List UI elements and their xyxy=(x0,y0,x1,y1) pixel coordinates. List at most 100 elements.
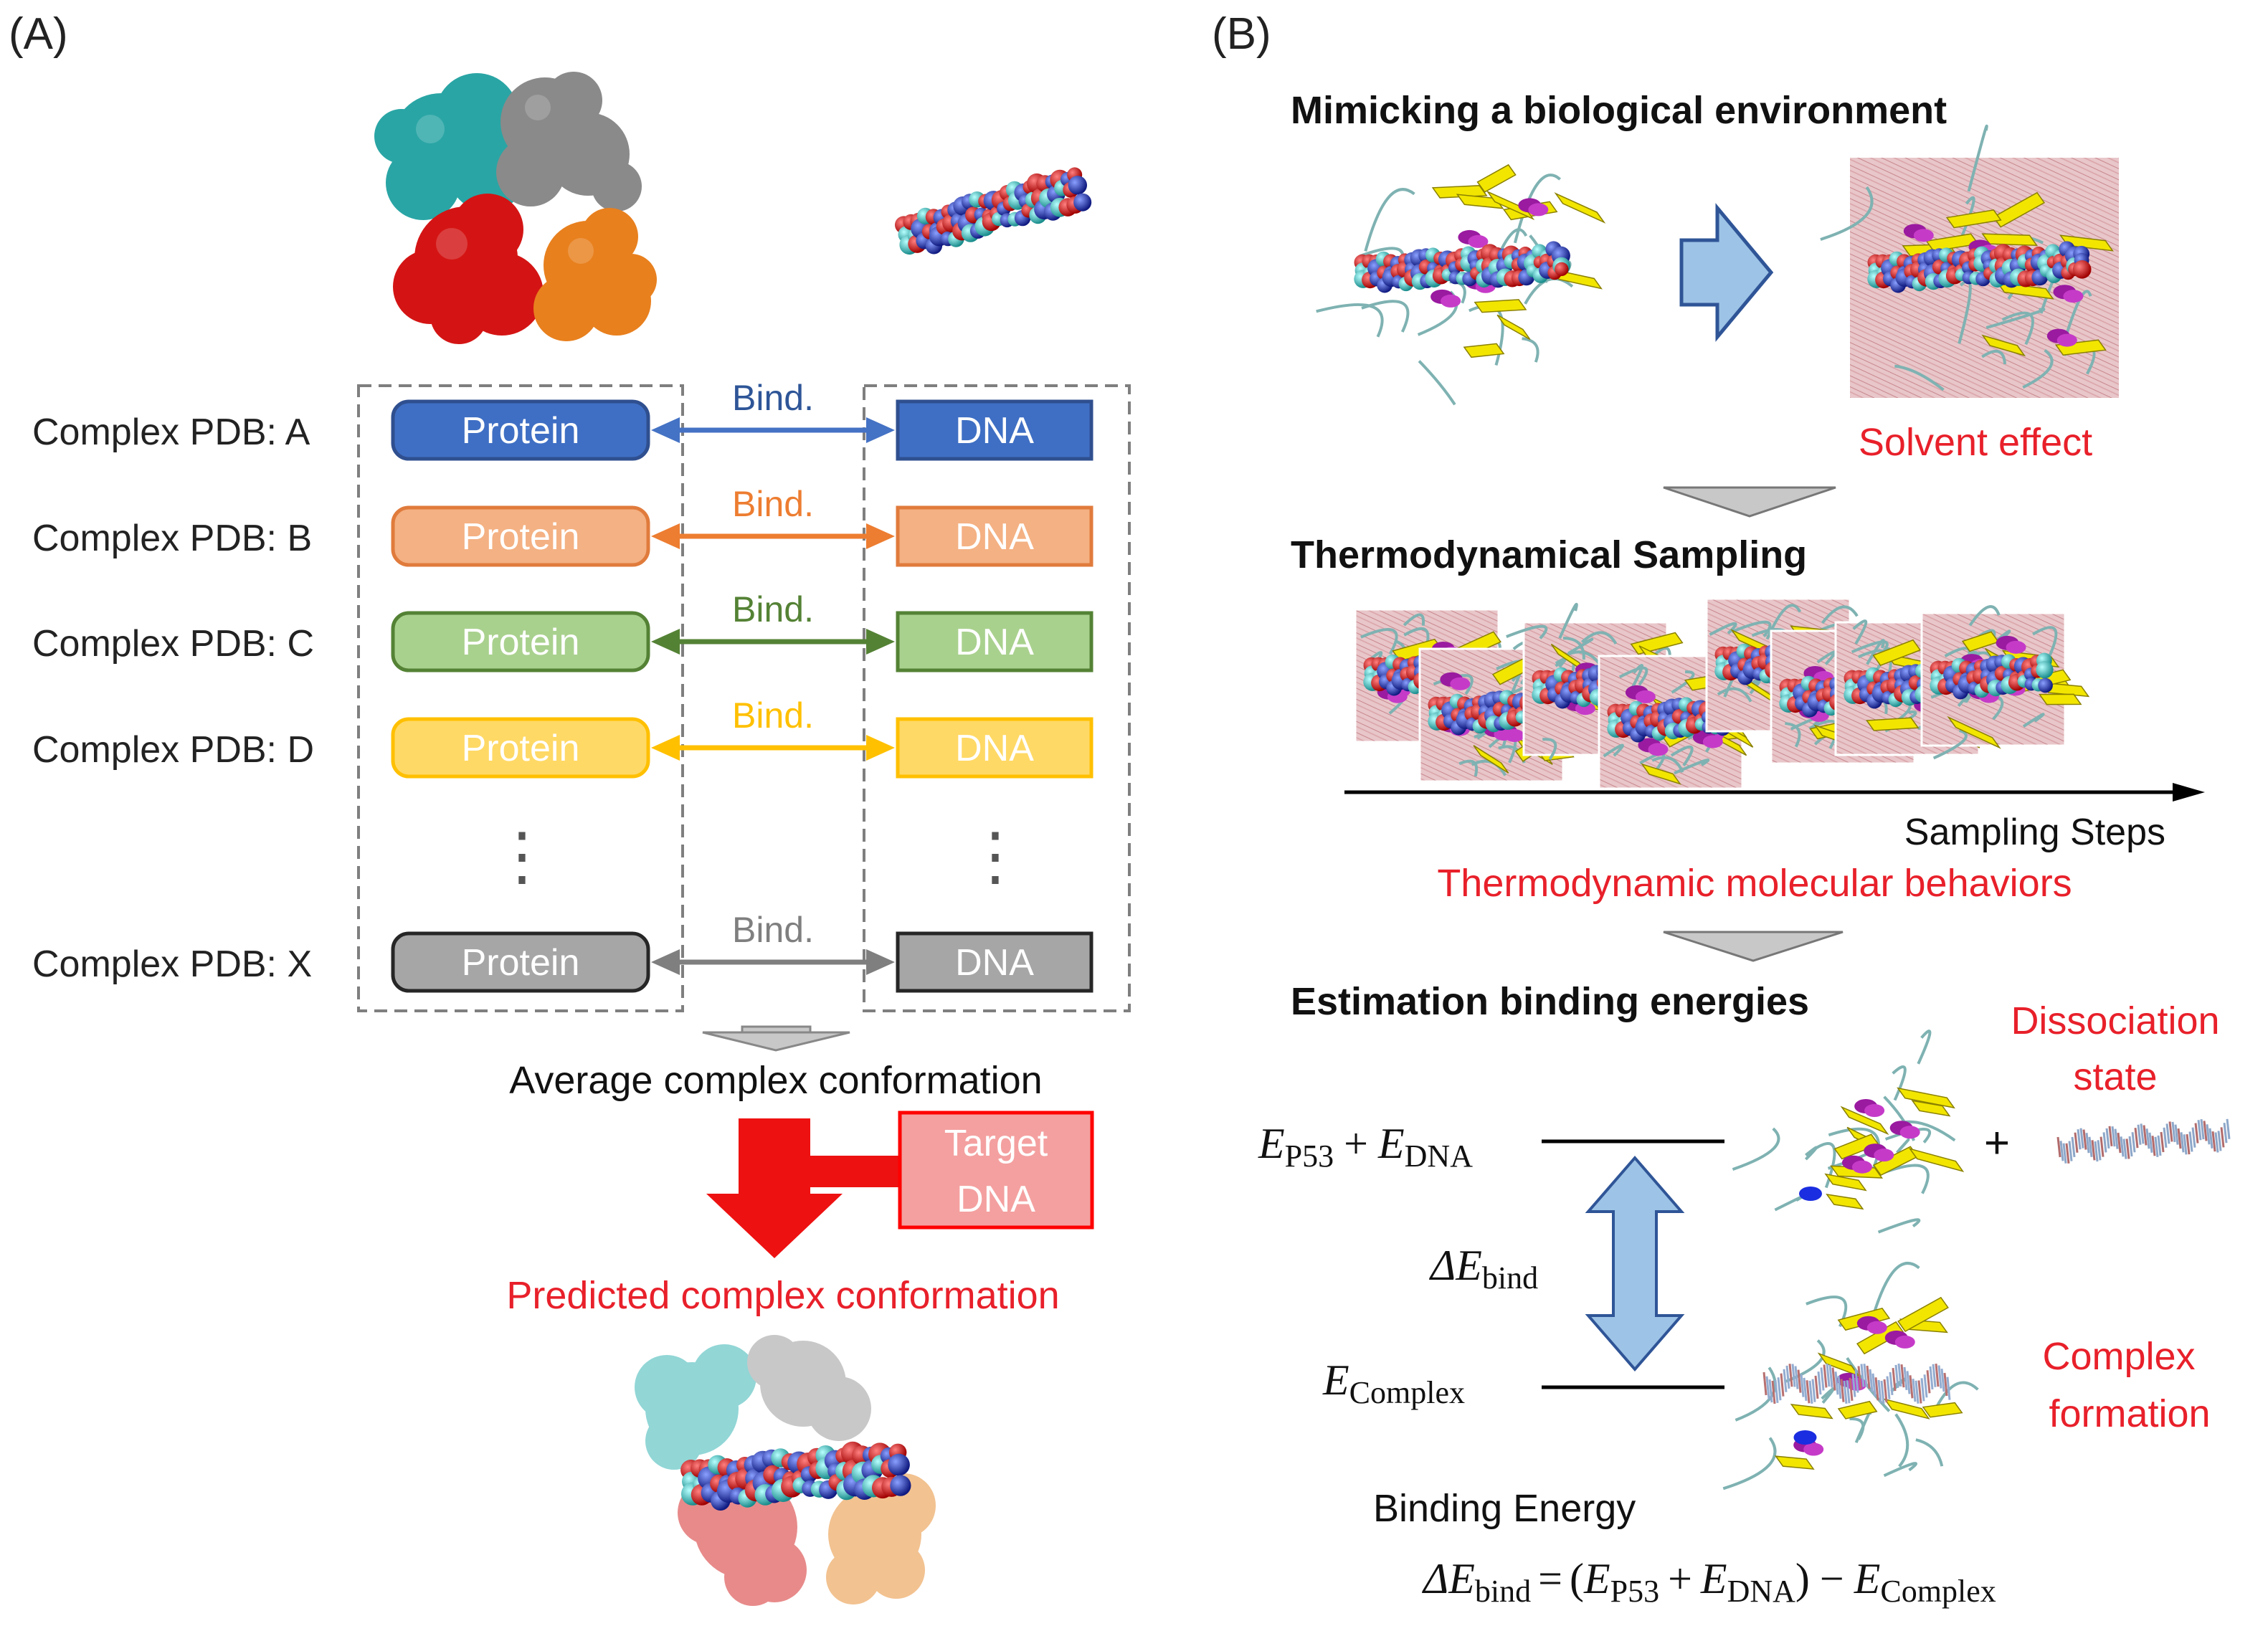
beta-strand xyxy=(1911,1100,1951,1117)
dna-base xyxy=(1940,1369,1945,1392)
coil xyxy=(1804,1146,1818,1161)
p53-dna-complex-ribbon xyxy=(1316,163,1606,406)
bind-label: Bind. xyxy=(732,589,814,629)
dna-label: DNA xyxy=(955,410,1034,452)
dna-base xyxy=(2131,1132,2136,1153)
dna-base xyxy=(2111,1126,2116,1147)
dna-group-box xyxy=(863,384,1131,1012)
coil xyxy=(1883,1164,1930,1194)
protein-group-box xyxy=(357,384,684,1012)
coil xyxy=(1851,640,1889,656)
beta-strand xyxy=(1872,639,1922,666)
beta-strand xyxy=(1554,192,1606,224)
dna-base xyxy=(1849,1377,1854,1401)
dna-base xyxy=(2214,1132,2219,1153)
atom-sphere xyxy=(1068,176,1088,195)
bind-label: Bind. xyxy=(732,378,814,418)
dna-base xyxy=(1783,1369,1788,1392)
protein-label: Protein xyxy=(462,516,580,558)
dna-base xyxy=(2091,1140,2096,1161)
atom-sphere xyxy=(890,1475,911,1496)
dna-label: DNA xyxy=(955,728,1034,769)
coil xyxy=(1917,1030,1932,1065)
bind-subscript: bind xyxy=(1475,1574,1531,1609)
binding-energy-equation: ΔEbind=(EP53+EDNA)−EComplex xyxy=(1422,1555,1996,1609)
dna-base xyxy=(2108,1126,2113,1146)
helix xyxy=(1450,677,1471,690)
solvent-effect-label: Solvent effect xyxy=(1859,421,2092,464)
complex-formation-line1: Complex xyxy=(2042,1335,2195,1378)
average-complex-label: Average complex conformation xyxy=(509,1059,1042,1102)
dna-base xyxy=(1854,1369,1859,1393)
dna-base xyxy=(1846,1380,1851,1404)
dna-base xyxy=(1889,1371,1894,1396)
dissociated-p53-ribbon xyxy=(1732,1030,1965,1234)
complex-subscript: Complex xyxy=(1349,1375,1465,1410)
e-complex: EComplex xyxy=(1322,1356,1465,1410)
dna-base xyxy=(2077,1129,2082,1150)
atom-sphere xyxy=(1555,262,1569,277)
dna-base xyxy=(2085,1133,2090,1154)
complex-subscript: Complex xyxy=(1880,1574,1996,1609)
dna-base xyxy=(1837,1375,1842,1399)
helix xyxy=(2006,640,2026,654)
helix xyxy=(1866,1321,1887,1334)
dna-base xyxy=(1768,1379,1773,1403)
coil xyxy=(1816,650,1836,665)
dna-base xyxy=(2120,1136,2125,1157)
dna-base xyxy=(1866,1365,1871,1389)
coil xyxy=(1852,619,1868,645)
dissociated-dna-ribbon xyxy=(2056,1118,2231,1164)
bind-arrow-head-right xyxy=(866,523,895,549)
coil xyxy=(1821,605,1859,624)
coil xyxy=(1892,1065,1907,1101)
dna-base xyxy=(2125,1138,2130,1159)
dna-base xyxy=(2128,1136,2133,1157)
dna-base xyxy=(2165,1123,2170,1144)
dna-base xyxy=(2122,1138,2127,1159)
minus-sign: − xyxy=(1820,1555,1844,1602)
protein-label: Protein xyxy=(462,728,580,769)
dna-base xyxy=(2134,1128,2139,1149)
beta-strand xyxy=(1993,191,2046,228)
helix xyxy=(1913,229,1934,242)
bind-arrow-head-left xyxy=(651,523,680,549)
coil xyxy=(1932,729,1968,760)
beta-strand xyxy=(1826,1193,1864,1210)
panel-b-label: (B) xyxy=(1212,9,1271,59)
vertical-dots-protein: ⋮ xyxy=(490,821,554,893)
beta-strand xyxy=(1463,343,1505,358)
beta-strand xyxy=(1922,1402,1963,1418)
dna-base xyxy=(1771,1380,1776,1404)
dna-base xyxy=(2183,1134,2188,1155)
dna-base xyxy=(2194,1123,2199,1144)
dna-base xyxy=(1820,1367,1825,1391)
dna-base xyxy=(1791,1364,1796,1387)
dna-base xyxy=(1811,1379,1816,1402)
energy-double-arrow xyxy=(1585,1155,1685,1372)
dna-base xyxy=(2145,1128,2150,1149)
section2-title: Thermodynamical Sampling xyxy=(1291,533,1807,576)
beta-strand xyxy=(1790,1404,1833,1420)
dna-base xyxy=(1892,1368,1897,1392)
delta-e-symbol: ΔE xyxy=(1422,1555,1475,1602)
coil xyxy=(1915,1438,1944,1467)
coil xyxy=(1785,722,1801,748)
bind-arrow-head-right xyxy=(866,417,895,443)
bind-label: Bind. xyxy=(732,484,814,524)
sampling-timeline-head xyxy=(2173,783,2205,802)
beta-strand xyxy=(1774,1455,1815,1470)
beta-strand xyxy=(1641,763,1681,785)
complex-pdb-label: Complex PDB: D xyxy=(32,729,314,771)
protein-box xyxy=(391,611,650,672)
dissociation-state-line2: state xyxy=(2073,1055,2157,1098)
dna-base xyxy=(2114,1128,2119,1149)
atom-sphere xyxy=(2036,661,2054,679)
coil xyxy=(1674,759,1710,775)
dna-base xyxy=(1777,1377,1782,1401)
dna-base xyxy=(2099,1136,2105,1157)
protein-label: Protein xyxy=(462,410,580,452)
beta-strand xyxy=(2039,693,2082,705)
dna-base xyxy=(1797,1369,1802,1393)
